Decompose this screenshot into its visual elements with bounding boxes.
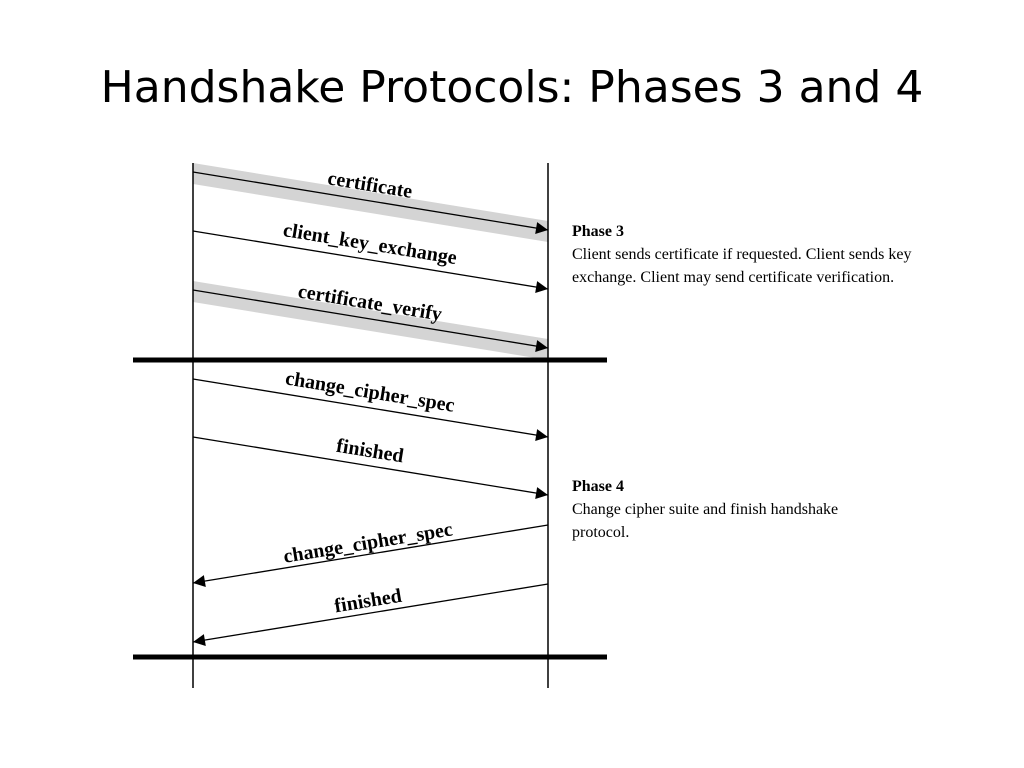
phase-3-description: Client sends certificate if requested. C… [572, 246, 912, 286]
optional-band-certificate [193, 163, 548, 242]
optional-message-bands [193, 163, 548, 360]
message-arrows [192, 171, 549, 646]
phase-4-description: Change cipher suite and finish handshake… [572, 501, 839, 541]
message-arrow-change-cipher-spec-client [192, 378, 549, 441]
message-label-change-cipher-spec-client: change_cipher_spec [284, 367, 457, 416]
message-label-finished-server: finished [333, 585, 403, 618]
phase-3-note: Phase 3 Client sends certificate if requ… [572, 220, 932, 289]
phase-3-heading: Phase 3 [572, 223, 624, 240]
message-label-client-key-exchange: client_key_exchange [282, 219, 459, 269]
optional-band-certificate-verify [193, 281, 548, 360]
message-arrow-finished-client [192, 436, 549, 499]
message-arrow-certificate-verify-client [192, 289, 549, 352]
message-arrow-certificate-client [192, 171, 549, 234]
message-labels: certificate client_key_exchange certific… [282, 167, 459, 617]
message-label-change-cipher-spec-server: change_cipher_spec [282, 518, 455, 567]
phase-4-note: Phase 4 Change cipher suite and finish h… [572, 475, 852, 544]
phase-4-heading: Phase 4 [572, 478, 624, 495]
message-arrow-change-cipher-spec-server [192, 524, 549, 587]
message-arrow-finished-server [192, 583, 549, 646]
slide-title: Handshake Protocols: Phases 3 and 4 [100, 62, 924, 113]
message-arrow-client-key-exchange-client [192, 230, 549, 293]
